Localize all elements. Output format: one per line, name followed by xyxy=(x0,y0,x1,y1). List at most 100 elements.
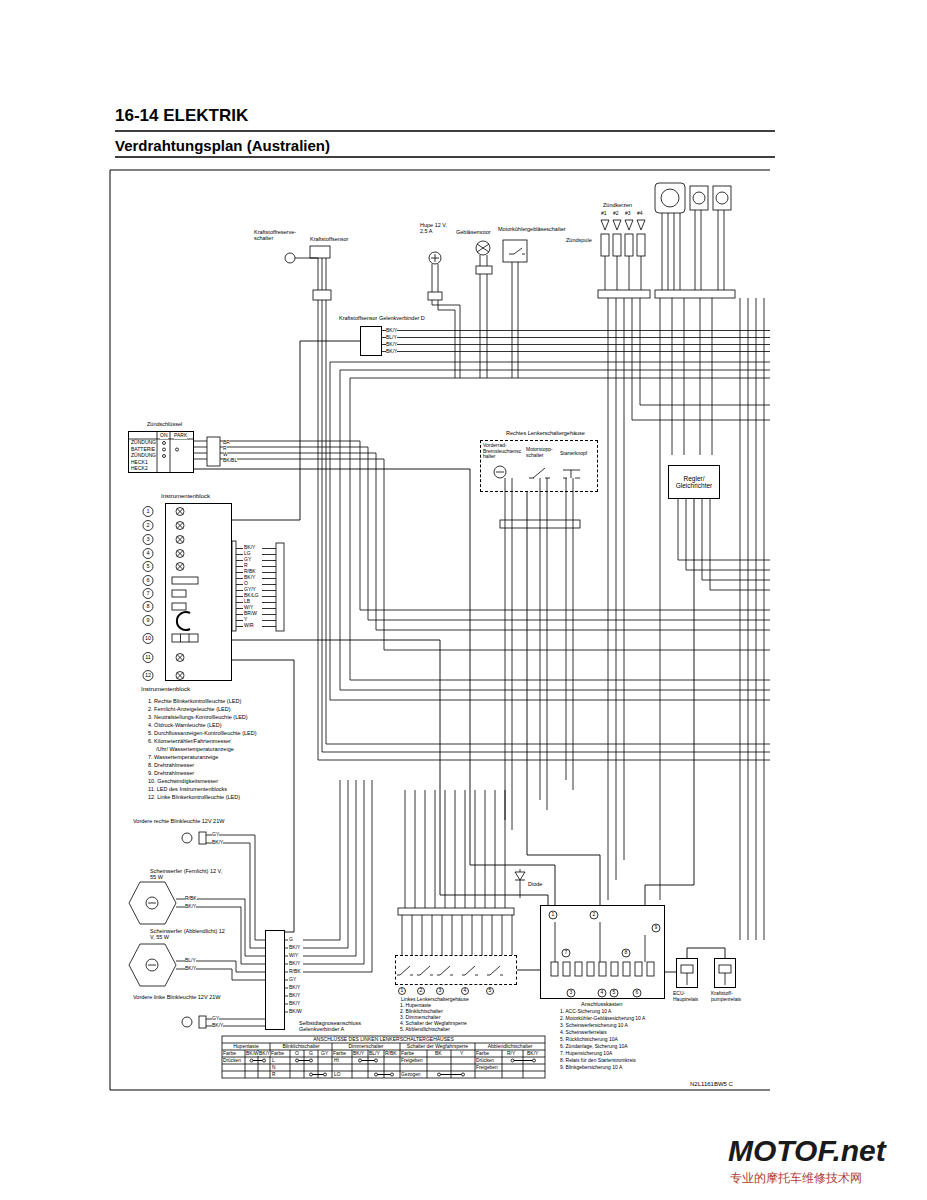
part-label: BK/Y xyxy=(386,349,397,355)
part-label: BK/BL xyxy=(223,458,237,464)
wire xyxy=(296,1059,299,1062)
wire xyxy=(575,962,582,976)
part-label: BK/Y xyxy=(289,1001,300,1007)
wire xyxy=(207,437,220,466)
part-label: Farbe xyxy=(223,1051,236,1057)
part-label: Farbe xyxy=(476,1051,489,1057)
wire xyxy=(303,780,372,972)
wire xyxy=(713,186,731,210)
part-label: Kraftstoffsensor xyxy=(310,236,348,242)
wire xyxy=(177,509,183,679)
component-box: Rechtes Lenkerschaltergehäuse xyxy=(480,440,598,492)
wire xyxy=(611,962,618,976)
callout-number: 7 xyxy=(142,590,154,596)
wire xyxy=(163,442,166,445)
wire xyxy=(462,1073,465,1076)
component-label: ECU- Hauptrelais xyxy=(673,991,705,1003)
part-label: 2. Fernlicht-Anzeigeleuchte (LED) xyxy=(148,706,231,712)
part-label: BK/Y xyxy=(212,840,223,846)
part-label: Vorderrad- Bremsleuchtenschalter xyxy=(483,443,523,460)
wire xyxy=(405,790,505,908)
part-label: BK/Y xyxy=(185,966,196,972)
callout-number: 5 xyxy=(610,990,618,996)
part-label: BK/Y xyxy=(289,961,300,967)
wire xyxy=(110,131,775,1090)
part-label: Vordere linke Blinkleuchte 12V 21W xyxy=(133,994,223,1000)
wire xyxy=(375,1059,378,1062)
callout-number: 6 xyxy=(142,577,154,583)
part-label: 12. Linke Blinkerkontrollleuchte (LED) xyxy=(148,794,240,800)
wire xyxy=(182,1017,192,1027)
part-label: BL/Y xyxy=(386,335,397,341)
wire xyxy=(567,989,575,997)
part-label: Hupentaste xyxy=(223,1044,269,1050)
wire xyxy=(562,949,570,957)
part-label: R/BK xyxy=(289,969,301,975)
part-label: 4. Öldruck-Warnleuchte (LED) xyxy=(148,722,221,728)
wire xyxy=(172,603,186,610)
part-label: 3. Dimmerschalter xyxy=(400,1015,441,1021)
part-label: BK/LG xyxy=(244,593,259,599)
wire xyxy=(172,590,186,597)
wire-connector xyxy=(687,948,725,958)
wire xyxy=(310,1073,313,1076)
part-label: PARK xyxy=(174,433,187,439)
part-label: ON xyxy=(160,433,168,439)
callout-number: 3 xyxy=(142,536,154,542)
component-box: Kraftstoffsensor Gelenkverbinder D xyxy=(360,326,382,356)
wire xyxy=(143,549,153,559)
callout-number: 3 xyxy=(436,988,444,994)
wire xyxy=(146,897,158,909)
wire xyxy=(496,468,580,478)
part-label: O xyxy=(244,581,248,587)
wire xyxy=(143,602,153,612)
wire xyxy=(129,882,176,924)
wire xyxy=(719,965,731,973)
part-label: 8. Drehzahlmesser xyxy=(148,762,194,768)
wire xyxy=(148,965,156,966)
part-label: Abblendlichtschalter xyxy=(476,1044,544,1050)
wire xyxy=(222,1036,545,1078)
wire xyxy=(725,973,726,985)
part-label: Scheinwerfer (Fernlicht) 12 V, 55 W xyxy=(150,868,226,880)
wire xyxy=(143,616,153,626)
callout-number: 8 xyxy=(622,950,630,956)
wire xyxy=(655,290,735,298)
wire xyxy=(608,298,770,900)
wire xyxy=(503,240,527,262)
part-label: 7. Hupensicherung 10A xyxy=(560,1051,612,1057)
part-label: G xyxy=(289,937,293,943)
part-label: #1 xyxy=(601,211,607,217)
part-label: Hupe 12 V, 2,5 A xyxy=(420,222,454,234)
wire xyxy=(250,1059,253,1062)
callout-number: 12 xyxy=(142,672,154,678)
part-label: 7. Wassertemperaturanzeige xyxy=(148,754,218,760)
wire xyxy=(601,220,645,230)
part-label: 4. Schalter der Wegfahrsperre xyxy=(400,1021,467,1027)
part-label: HI xyxy=(334,1058,339,1063)
part-label: Dimmerschalter xyxy=(333,1044,399,1050)
wire xyxy=(263,1059,266,1062)
part-label: BK/Y xyxy=(244,575,255,581)
part-label: Kraftstoffreserve- schalter xyxy=(254,229,300,241)
wire xyxy=(199,1016,206,1028)
wire xyxy=(652,924,660,932)
part-label: R/BK xyxy=(244,569,256,575)
watermark: MOTOF.net xyxy=(728,1134,886,1169)
part-label: Scheinwerfer (Abblendlicht) 12 V, 55 W xyxy=(150,928,230,940)
part-label: BK/Y xyxy=(386,342,397,348)
callout-number: 1 xyxy=(549,912,557,918)
component-box: Linkes Lenkerschaltergehäuse xyxy=(395,955,517,985)
part-label: BK/Y xyxy=(185,904,196,910)
part-label: R/BK xyxy=(385,1051,397,1057)
wire xyxy=(143,671,153,681)
wire xyxy=(310,246,330,258)
part-label: Starterknopf xyxy=(560,451,587,457)
part-label: 1. ACC-Sicherung 10 A xyxy=(560,1009,611,1015)
watermark: 专业的摩托车维修技术网 xyxy=(730,1172,862,1186)
part-label: W/R xyxy=(244,623,254,629)
part-label: R xyxy=(244,563,248,569)
part-label: O xyxy=(295,1051,299,1057)
